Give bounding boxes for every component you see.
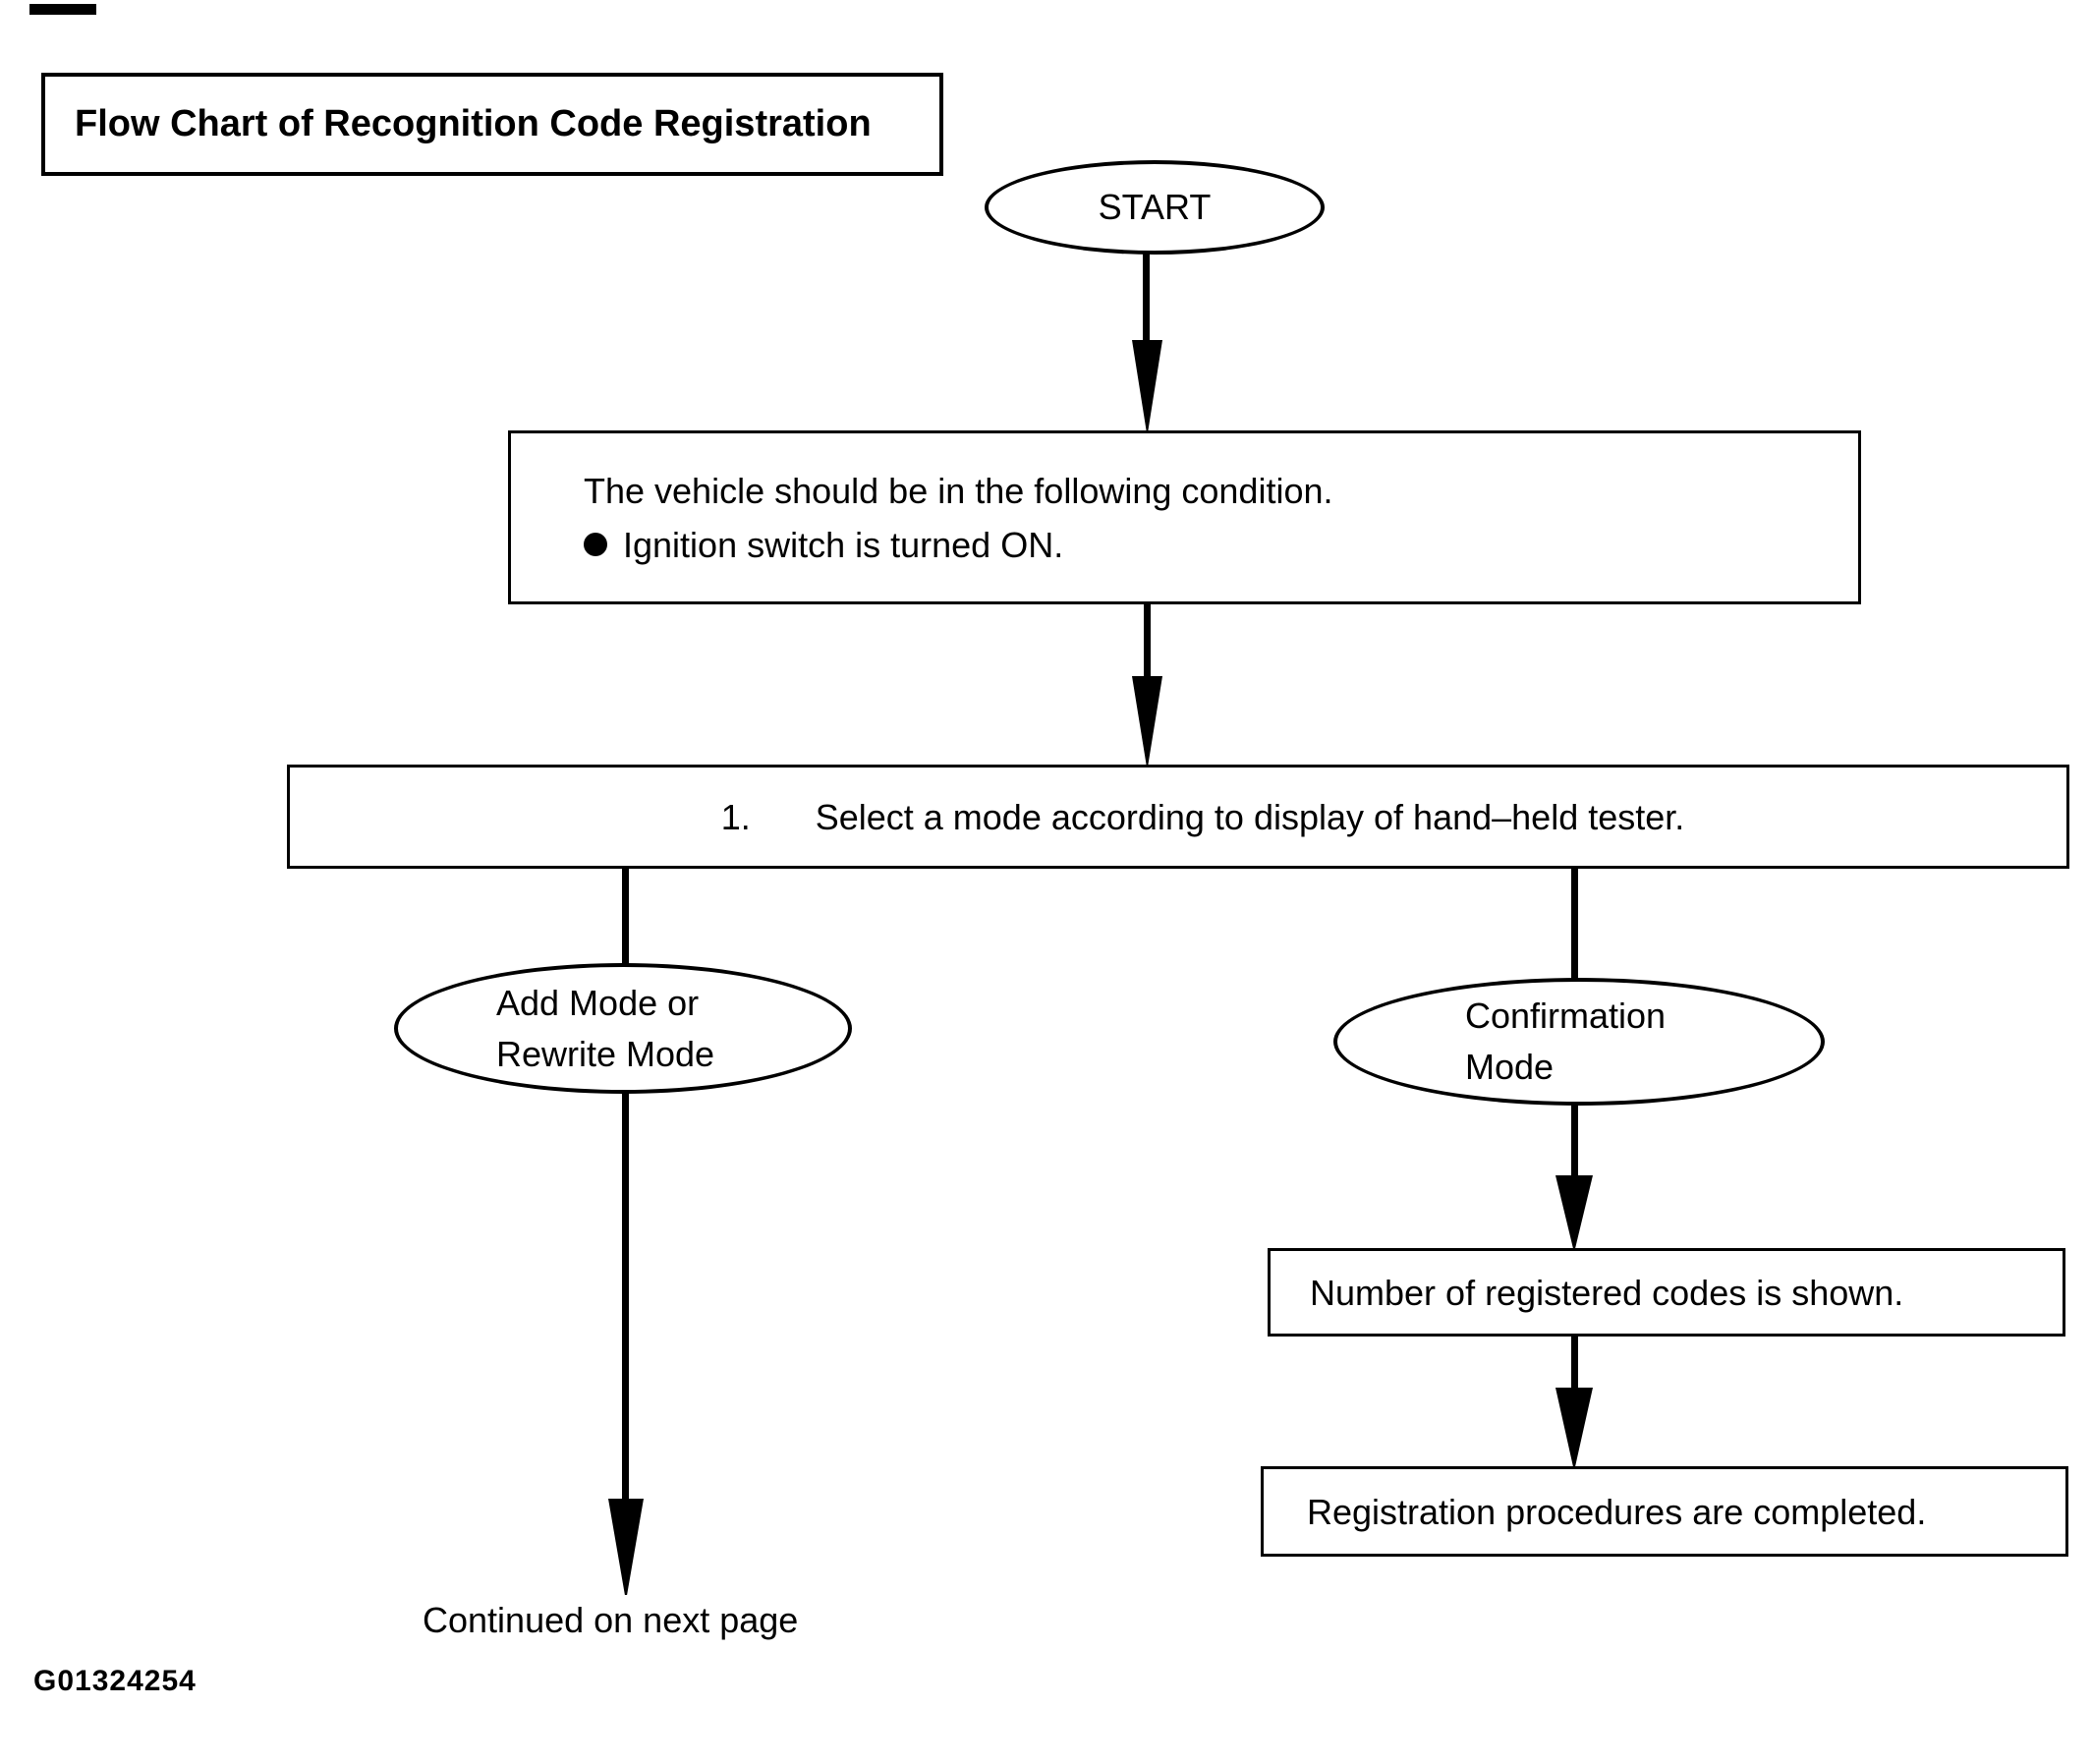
chart-title-box: Flow Chart of Recognition Code Registrat… bbox=[41, 73, 943, 176]
edge-step1-to-addmode-line bbox=[622, 867, 629, 965]
chart-title: Flow Chart of Recognition Code Registrat… bbox=[75, 103, 872, 144]
edge-condition-to-step1-line bbox=[1144, 602, 1151, 683]
edge-confirmation-to-codes-line bbox=[1571, 1102, 1578, 1180]
vehicle-condition-node: The vehicle should be in the following c… bbox=[508, 430, 1861, 604]
scan-artifact-mark bbox=[29, 4, 96, 15]
confirmation-mode-line2: Mode bbox=[1465, 1047, 1555, 1087]
edge-codes-to-completed-line bbox=[1571, 1335, 1578, 1395]
edge-addmode-to-continued-line bbox=[622, 1092, 629, 1505]
edge-codes-to-completed-arrowhead bbox=[1555, 1388, 1593, 1466]
add-rewrite-mode-node: Add Mode or Rewrite Mode bbox=[394, 963, 852, 1094]
figure-id-label: G01324254 bbox=[33, 1665, 197, 1697]
vehicle-condition-bullet-row: Ignition switch is turned ON. bbox=[584, 518, 1858, 572]
edge-step1-to-confirmation-line bbox=[1571, 867, 1578, 981]
edge-start-to-condition-arrowhead bbox=[1132, 340, 1162, 430]
add-rewrite-mode-line2: Rewrite Mode bbox=[496, 1033, 715, 1074]
codes-shown-node: Number of registered codes is shown. bbox=[1268, 1248, 2065, 1337]
step1-node: 1. Select a mode according to display of… bbox=[287, 765, 2069, 869]
step1-text: Select a mode according to display of ha… bbox=[815, 796, 1685, 837]
confirmation-mode-node: Confirmation Mode bbox=[1333, 978, 1825, 1106]
registration-completed-node: Registration procedures are completed. bbox=[1261, 1466, 2068, 1557]
registration-completed-text: Registration procedures are completed. bbox=[1307, 1491, 1927, 1532]
step1-number: 1. bbox=[720, 796, 751, 837]
edge-start-to-condition-line bbox=[1143, 252, 1150, 346]
bullet-icon bbox=[584, 533, 607, 556]
continued-on-next-page-label: Continued on next page bbox=[423, 1600, 799, 1640]
edge-addmode-to-continued-arrowhead bbox=[608, 1499, 644, 1595]
edge-condition-to-step1-arrowhead bbox=[1132, 676, 1162, 765]
codes-shown-text: Number of registered codes is shown. bbox=[1310, 1272, 1904, 1313]
vehicle-condition-line1: The vehicle should be in the following c… bbox=[584, 470, 1333, 511]
start-label: START bbox=[1098, 187, 1212, 227]
start-node: START bbox=[985, 160, 1325, 255]
confirmation-mode-line1: Confirmation bbox=[1465, 996, 1667, 1036]
add-rewrite-mode-line1: Add Mode or bbox=[496, 982, 700, 1023]
edge-confirmation-to-codes-arrowhead bbox=[1555, 1175, 1593, 1248]
vehicle-condition-bullet-text: Ignition switch is turned ON. bbox=[623, 524, 1064, 565]
